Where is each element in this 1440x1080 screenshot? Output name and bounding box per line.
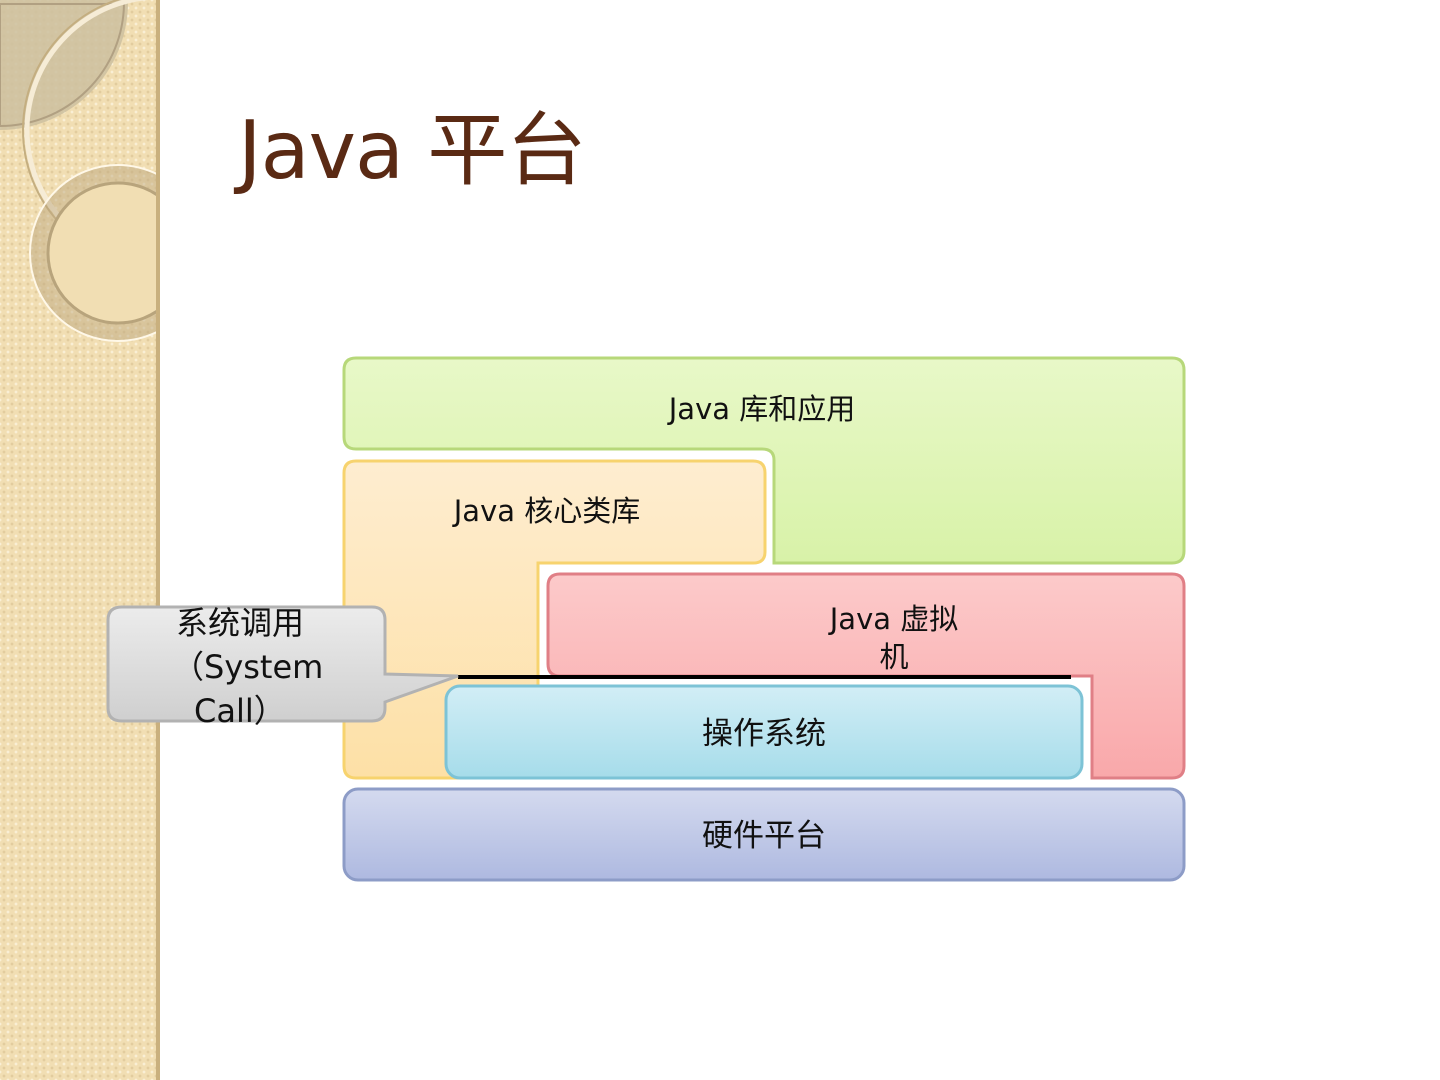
layer-os-label: 操作系统 [702,716,826,752]
layer-java-apps-shape [342,356,1186,565]
sidebar-divider [156,0,160,1080]
callout-bubble-shape [106,605,459,723]
slide-title: Java 平台 [238,104,586,197]
layer-jvm-label-line2: 机 [879,640,909,674]
callout-label-line1: 系统调用 [176,604,305,642]
layer-os-shape [444,684,1084,780]
callout-label-line2: （System [172,648,324,686]
layer-java-apps-label: Java 库和应用 [668,392,856,426]
layer-jvm-label-line1: Java 虚拟 [829,602,959,636]
layer-core-libs-label: Java 核心类库 [453,494,641,528]
decorative-rings-icon [0,0,156,342]
decorative-sidebar [0,0,156,1080]
layer-hardware-label: 硬件平台 [702,818,826,854]
layer-hardware-shape [342,787,1186,882]
callout-label-line3: Call） [194,692,286,730]
